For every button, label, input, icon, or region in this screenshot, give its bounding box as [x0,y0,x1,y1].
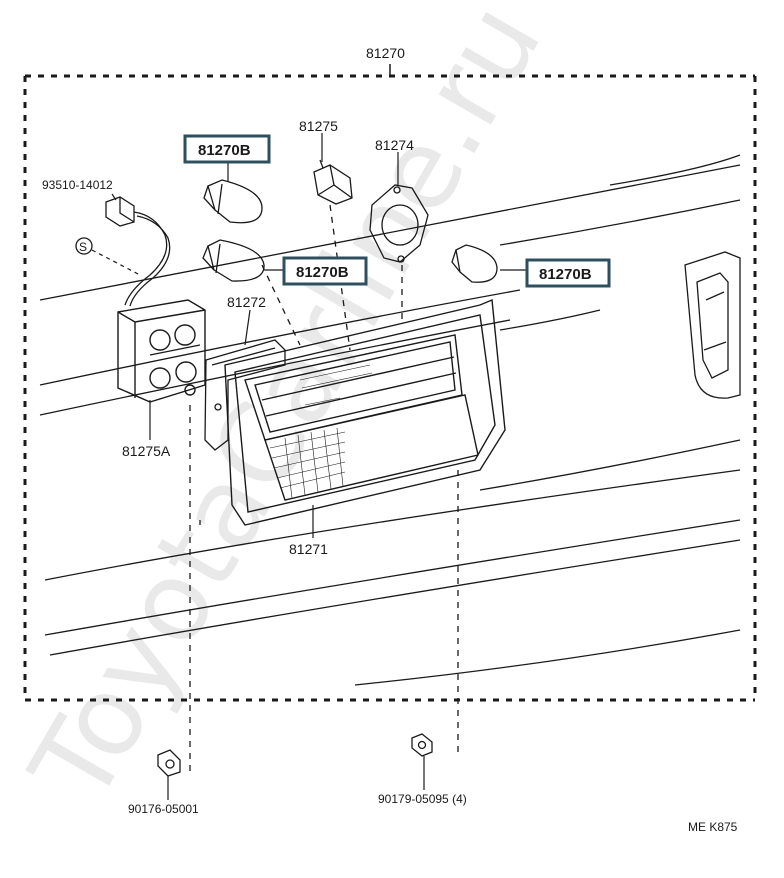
connector-93510 [105,196,171,307]
screw-symbol: S [79,240,87,254]
gasket-81274 [369,184,429,263]
bulb-mid [202,239,265,282]
leader-lines [111,133,527,538]
nut-90176 [157,749,181,777]
label-90176-05001: 90176-05001 [128,802,199,816]
assembly-bracket [23,64,757,702]
callout-bulb-right: 81270B [525,258,611,288]
label-81275A: 81275A [122,443,171,459]
callout-bulb-mid: 81270B [282,256,368,286]
body-panel [39,154,741,686]
leader-93510 [91,249,141,276]
label-81274: 81274 [375,137,414,153]
label-81272: 81272 [227,294,266,310]
lens-hatch [269,364,373,499]
bulb-top [203,179,263,224]
callout-bulb-top-label: 81270B [198,142,251,159]
lens-81271 [224,298,506,526]
callout-bulb-top: 81270B [183,134,271,164]
label-90179-05095: 90179-05095 (4) [378,792,467,806]
bulb-right [451,244,498,283]
screw-symbol-circle [75,237,93,255]
diagram-code: ME K875 [688,820,738,834]
socket-81275 [313,159,353,205]
socket-plate-81275A [117,299,206,403]
callout-bulb-right-label: 81270B [539,266,592,283]
label-81271: 81271 [289,541,328,557]
label-81275: 81275 [299,118,338,134]
gasket-81272 [204,339,286,451]
nut-90179 [411,733,433,757]
label-93510-14012: 93510-14012 [42,178,113,192]
callout-bulb-mid-label: 81270B [296,264,349,281]
assembly-label: 81270 [366,45,405,61]
